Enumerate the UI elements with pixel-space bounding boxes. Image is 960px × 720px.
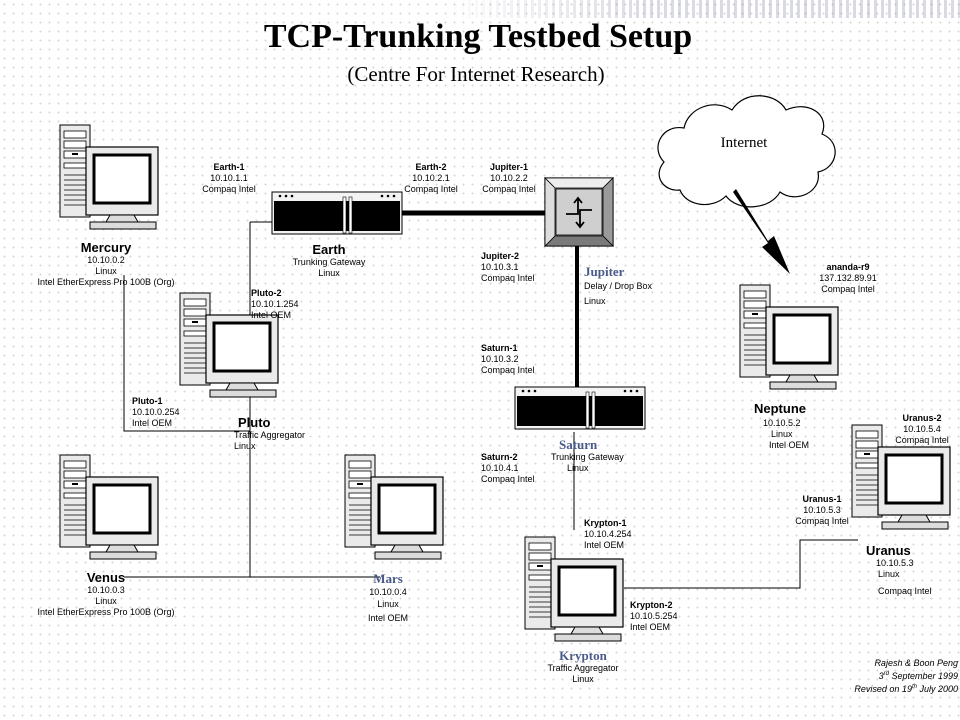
mercury-node-label: Mercury 10.10.0.2 Linux Intel EtherExpre…: [37, 240, 175, 287]
earth2-interface-label: Earth-2 10.10.2.1 Compaq Intel: [404, 162, 458, 194]
uranus2-interface-label: Uranus-2 10.10.5.4 Compaq Intel: [895, 413, 949, 445]
anandar9-interface-label: ananda-r9 137.132.89.91 Compaq Intel: [819, 262, 877, 294]
jupiter1-interface-label: Jupiter-1 10.10.2.2 Compaq Intel: [482, 162, 536, 194]
links: [123, 210, 858, 589]
earth-node-label: Earth Trunking Gateway Linux: [292, 242, 366, 278]
decorative-stripes: [440, 0, 960, 18]
page-subtitle: (Centre For Internet Research): [347, 62, 605, 86]
jupiter2-interface-label: Jupiter-2 10.10.3.1 Compaq Intel: [481, 251, 535, 283]
saturn-node-role: Trunking Gateway: [551, 452, 624, 462]
lightning-link-icon: [733, 189, 790, 274]
venus-computer-icon: [58, 453, 160, 561]
credits-block: Rajesh & Boon Peng 3rd September 1999 Re…: [854, 658, 958, 694]
internet-cloud-icon: [657, 95, 836, 208]
venus-node-label: Venus 10.10.0.3 Linux Intel EtherExpress…: [37, 570, 175, 617]
earth1-interface-label: Earth-1 10.10.1.1 Compaq Intel: [202, 162, 256, 194]
krypton2-interface-label: Krypton-2 10.10.5.254 Intel OEM: [630, 600, 678, 632]
pluto1-interface-label: Pluto-1 10.10.0.254 Intel OEM: [132, 396, 180, 428]
krypton-computer-icon: [523, 535, 625, 643]
pluto2-interface-label: Pluto-2 10.10.1.254 Intel OEM: [251, 288, 299, 320]
neptune-node-name: Neptune: [754, 401, 806, 416]
saturn-node-name: Saturn: [559, 437, 598, 452]
jupiter-network-switch-icon: [544, 177, 614, 247]
uranus1-interface-label: Uranus-1 10.10.5.3 Compaq Intel: [795, 494, 849, 526]
link-mercury-pluto: [123, 275, 250, 432]
mars-computer-icon: [343, 453, 445, 561]
saturn2-interface-label: Saturn-2 10.10.4.1 Compaq Intel: [481, 452, 535, 484]
neptune-computer-icon: [738, 283, 840, 391]
mercury-computer-icon: [58, 123, 160, 231]
krypton1-interface-label: Krypton-1 10.10.4.254 Intel OEM: [584, 518, 632, 550]
pluto-node-label: Pluto Traffic Aggregator Linux: [234, 415, 306, 451]
neptune-node-details: 10.10.5.2 Linux Intel OEM: [763, 418, 810, 450]
internet-label: Internet: [720, 135, 768, 151]
mars-node-label: Mars 10.10.0.4 Linux Intel OEM: [367, 571, 409, 623]
earth-rack-server-icon: [271, 191, 403, 235]
page-title: TCP-Trunking Testbed Setup: [263, 18, 693, 55]
krypton-node-label: Krypton Traffic Aggregator Linux: [547, 648, 619, 684]
saturn-node-os: Linux: [567, 463, 589, 473]
saturn1-interface-label: Saturn-1 10.10.3.2 Compaq Intel: [481, 343, 535, 375]
jupiter-node-label: Jupiter Delay / Drop Box Linux: [584, 264, 653, 306]
link-krypton-uranus: [624, 539, 858, 589]
uranus-node-label: Uranus 10.10.5.3 Linux Compaq Intel: [866, 543, 932, 596]
saturn-rack-server-icon: [514, 386, 646, 430]
